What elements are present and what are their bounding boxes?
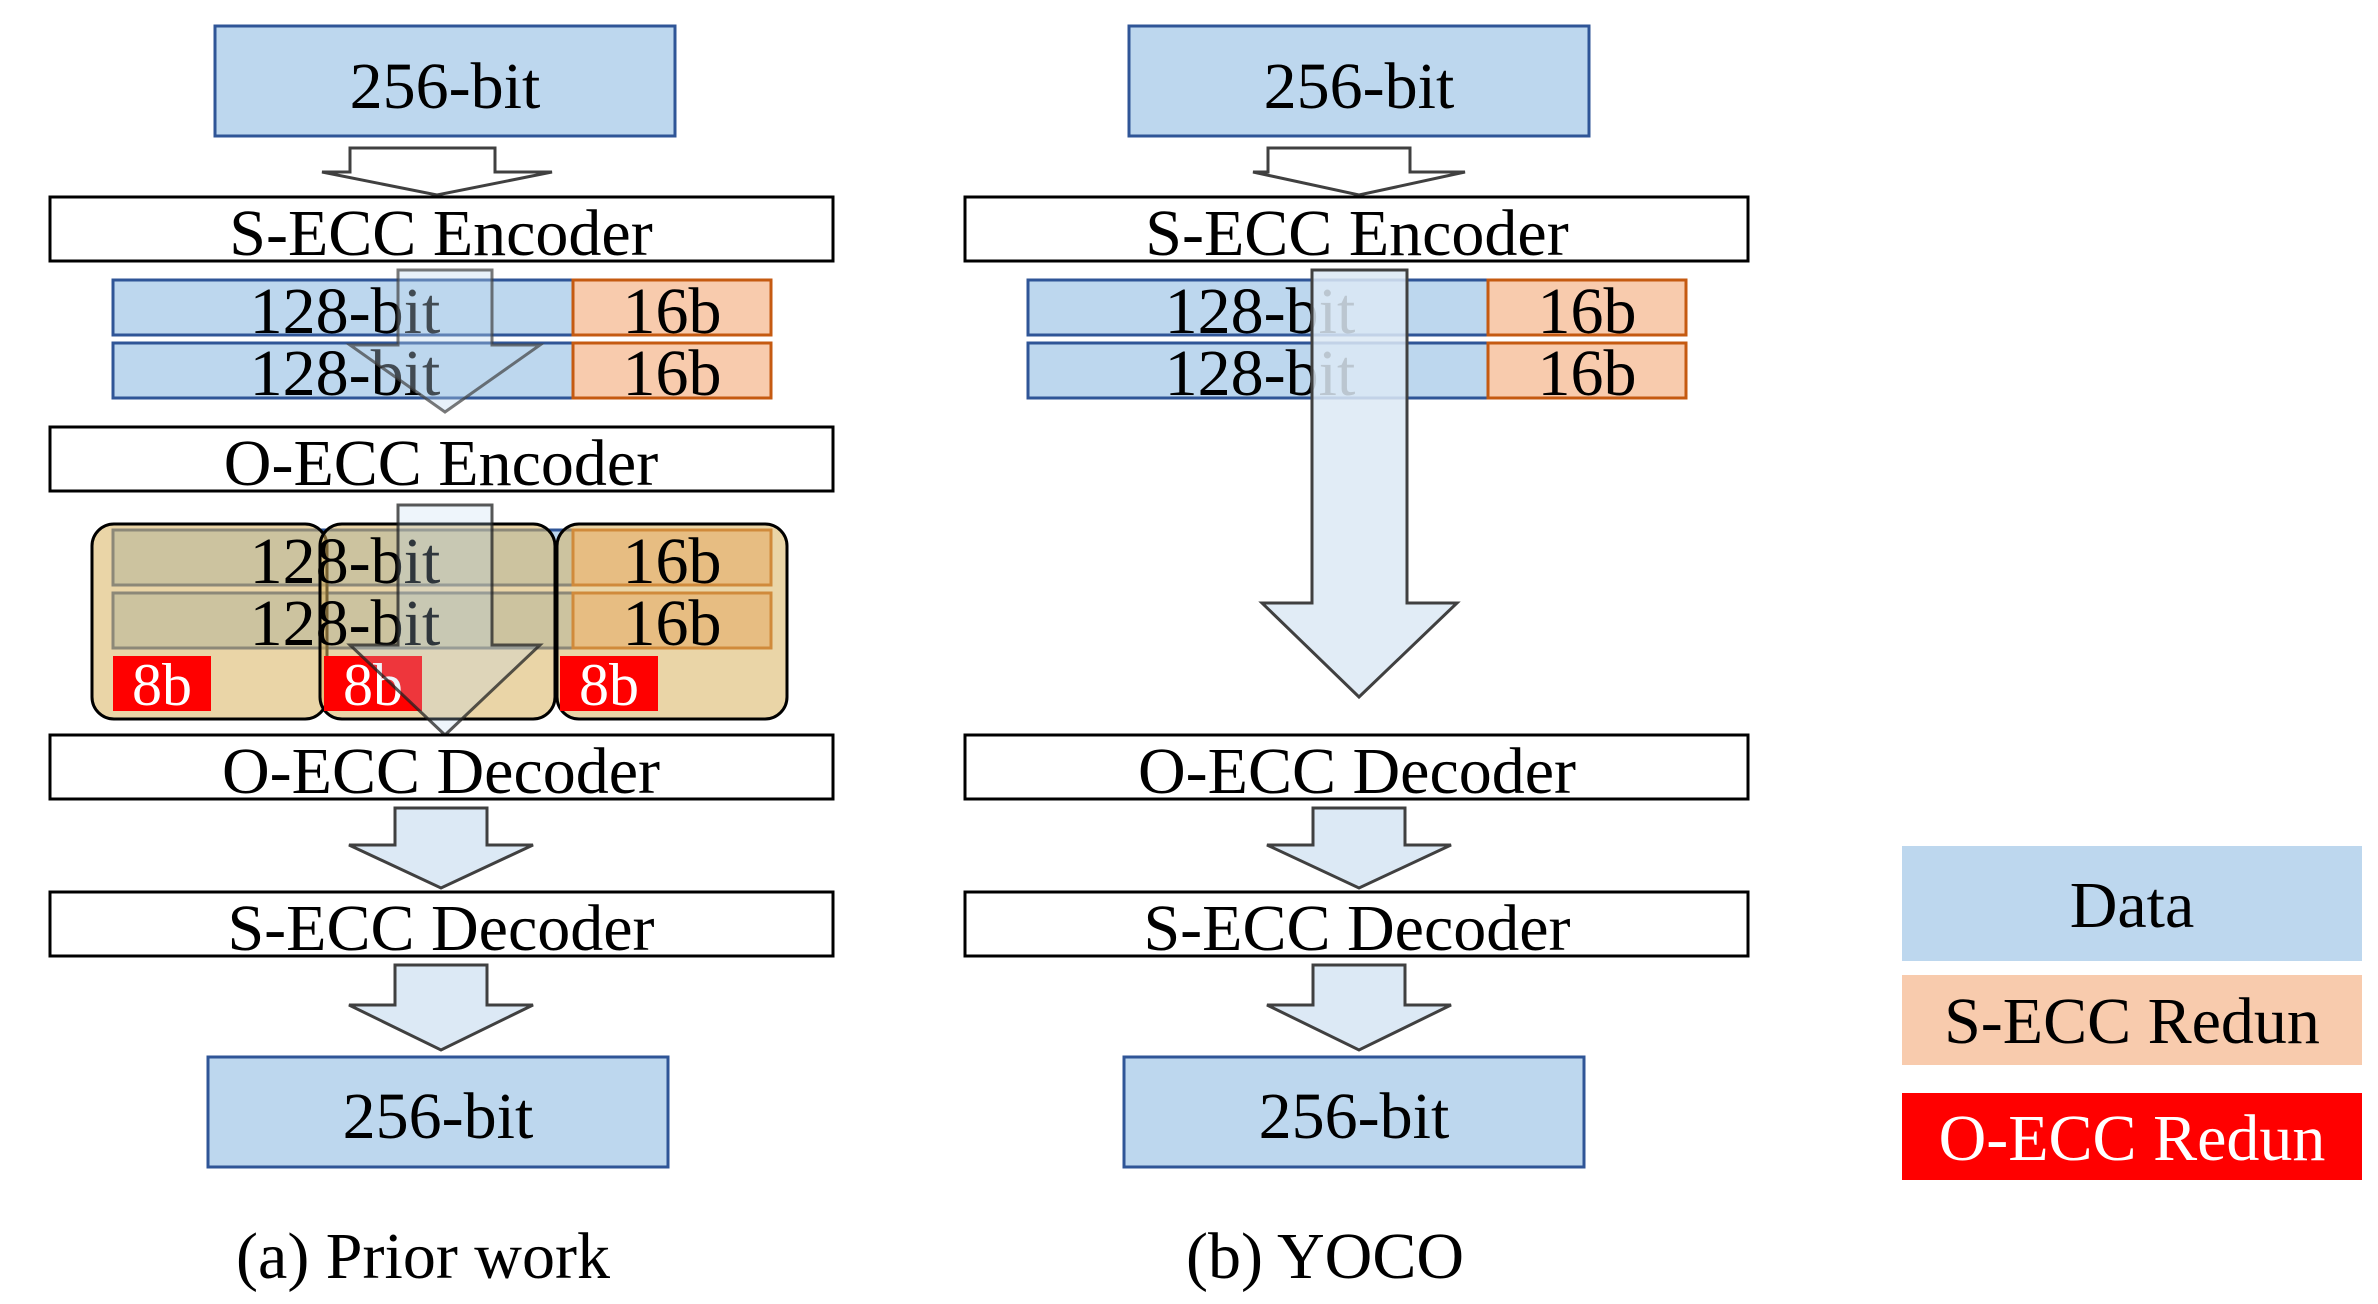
o-ecc-redun-chip-3-label: 8b bbox=[579, 652, 639, 718]
arrow-down-icon bbox=[1252, 146, 1466, 197]
legend-data-label: Data bbox=[2070, 869, 2195, 942]
bypass-arrow-down-icon bbox=[1258, 268, 1461, 700]
s-ecc-redun-row-1-label: 16b bbox=[623, 275, 722, 348]
s-ecc-encoder-box bbox=[48, 195, 835, 263]
legend-o-ecc-label: O-ECC Redun bbox=[1939, 1102, 2326, 1175]
input-256bit-box bbox=[1127, 24, 1591, 138]
legend-data-swatch bbox=[1902, 846, 2362, 961]
s-ecc-encoder-label: S-ECC Encoder bbox=[229, 197, 652, 270]
data-block-row-2-label: 128-bit bbox=[250, 337, 441, 410]
caption-prior-work: (a) Prior work bbox=[236, 1220, 610, 1293]
output-256bit-label: 256-bit bbox=[1259, 1080, 1450, 1153]
data-block-row-1 bbox=[1026, 278, 1490, 337]
s-ecc-decoder-box bbox=[48, 890, 835, 958]
s-ecc-redun-row-1-label: 16b bbox=[1538, 275, 1637, 348]
o-ecc-encoder-label: O-ECC Encoder bbox=[224, 427, 658, 500]
arrow-down-3-icon bbox=[348, 963, 534, 1052]
legend-o-ecc-swatch bbox=[1902, 1093, 2362, 1180]
s-ecc-redun-row-2 bbox=[571, 341, 773, 400]
data-block-row-2 bbox=[111, 341, 575, 400]
s-ecc-decoder-label: S-ECC Decoder bbox=[1143, 892, 1570, 965]
s-ecc-redun-row-2-label: 16b bbox=[1538, 337, 1637, 410]
data-block-row-2 bbox=[1026, 341, 1490, 400]
s-ecc-redun-row-2-label: 16b bbox=[623, 337, 722, 410]
legend-s-ecc-swatch bbox=[1902, 975, 2362, 1065]
o-ecc-decoder-box bbox=[48, 733, 835, 801]
panel-yoco: 256-bit S-ECC Encoder 128-bit 16b 128-bi… bbox=[963, 24, 1750, 1293]
arrow-down-overlay-2-icon bbox=[346, 503, 544, 738]
output-256bit-label: 256-bit bbox=[343, 1080, 534, 1153]
o-ecc-encoder-box bbox=[48, 425, 835, 493]
legend-s-ecc-label: S-ECC Redun bbox=[1944, 985, 2320, 1058]
s-ecc-decoder-box bbox=[963, 890, 1750, 958]
encoded-row-1-data-label: 128-bit bbox=[250, 525, 441, 598]
legend: Data S-ECC Redun O-ECC Redun bbox=[1902, 846, 2362, 1180]
data-block-row-1 bbox=[111, 278, 575, 337]
o-ecc-decoder-label: O-ECC Decoder bbox=[222, 735, 660, 808]
input-256bit-box bbox=[213, 24, 677, 138]
o-ecc-decoder-label: O-ECC Decoder bbox=[1138, 735, 1576, 808]
input-256bit-label: 256-bit bbox=[1264, 50, 1455, 123]
o-ecc-redun-chip-1-label: 8b bbox=[132, 652, 192, 718]
panel-prior-work: 256-bit S-ECC Encoder 128-bit 16b 128-bi… bbox=[48, 24, 835, 1293]
arrow-down-overlay-icon bbox=[345, 268, 545, 414]
encoded-row-2-data-label: 128-bit bbox=[250, 587, 441, 660]
output-256bit-box bbox=[206, 1055, 670, 1169]
encoded-row-1-redun-label: 16b bbox=[623, 525, 722, 598]
arrow-down-icon bbox=[321, 146, 553, 197]
caption-yoco: (b) YOCO bbox=[1186, 1220, 1464, 1293]
o-ecc-redun-chip-1 bbox=[113, 656, 211, 711]
input-256bit-label: 256-bit bbox=[350, 50, 541, 123]
o-ecc-decoder-box bbox=[963, 733, 1750, 801]
s-ecc-encoder-box bbox=[963, 195, 1750, 263]
o-ecc-redun-chip-3 bbox=[560, 656, 658, 711]
s-ecc-redun-row-1 bbox=[571, 278, 773, 337]
output-256bit-box bbox=[1122, 1055, 1586, 1169]
encoded-row-2-redun-label: 16b bbox=[623, 587, 722, 660]
s-ecc-redun-row-2 bbox=[1486, 341, 1688, 400]
s-ecc-encoder-label: S-ECC Encoder bbox=[1145, 197, 1568, 270]
s-ecc-decoder-label: S-ECC Decoder bbox=[227, 892, 654, 965]
arrow-down-2-icon bbox=[348, 806, 534, 890]
data-block-row-1-label: 128-bit bbox=[250, 275, 441, 348]
arrow-down-2-icon bbox=[1266, 806, 1452, 890]
s-ecc-redun-row-1 bbox=[1486, 278, 1688, 337]
arrow-down-3-icon bbox=[1266, 963, 1452, 1052]
